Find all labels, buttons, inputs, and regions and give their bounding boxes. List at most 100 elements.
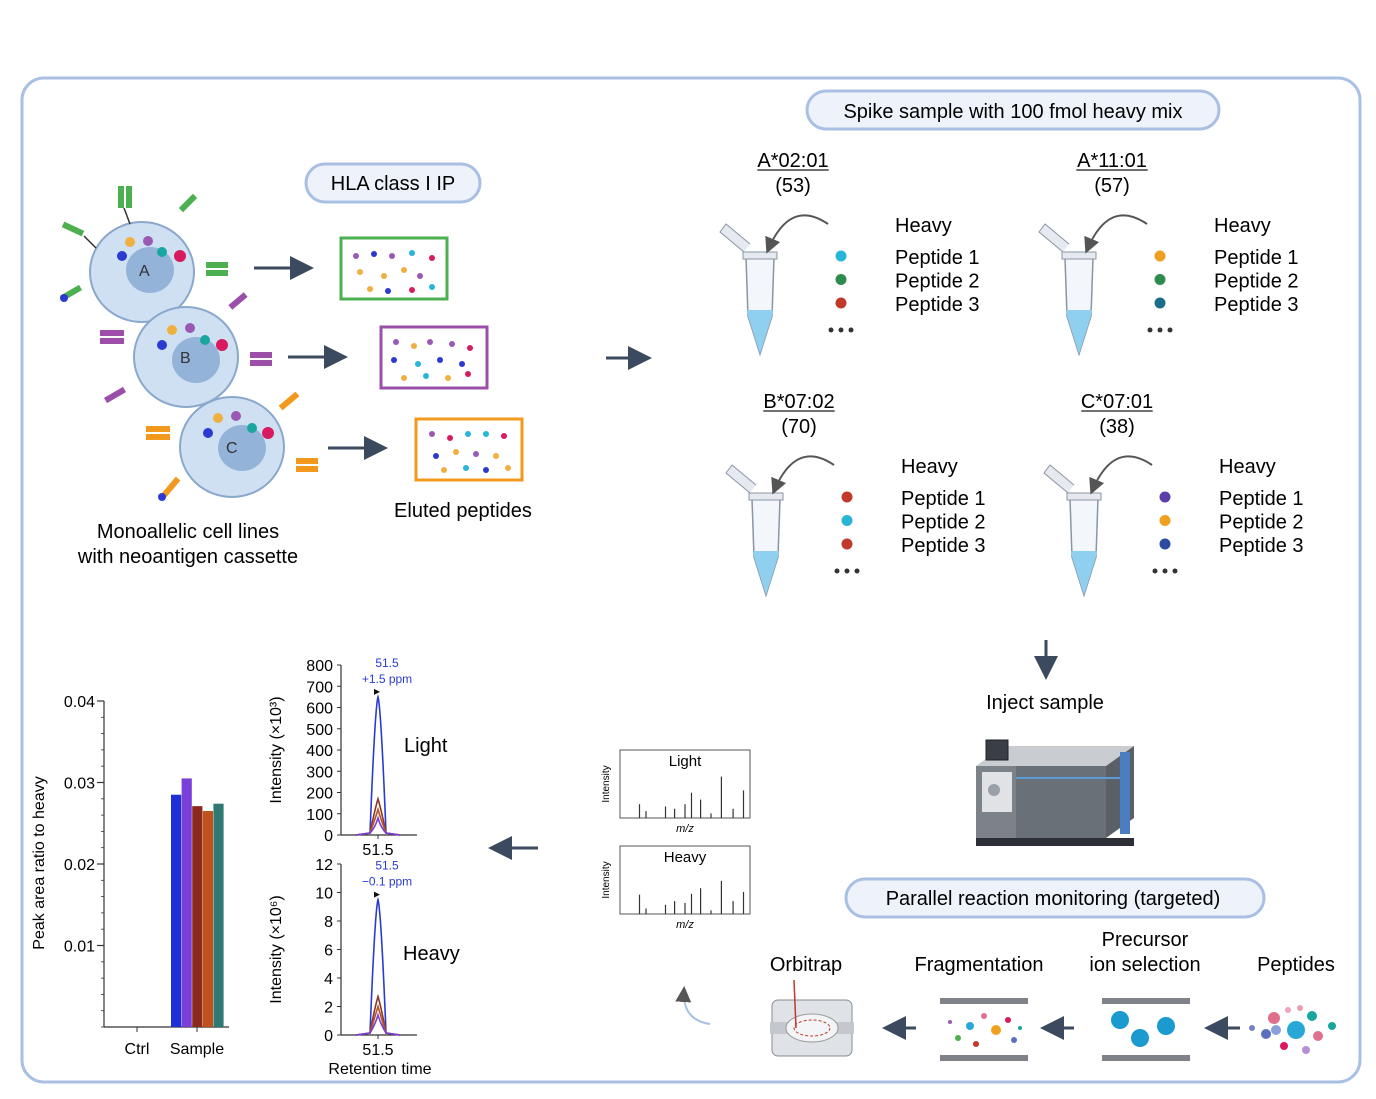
spike-label: Spike sample with 100 fmol heavy mix	[843, 101, 1182, 123]
xic-trace	[355, 993, 401, 1036]
bar-category-label: Sample	[170, 1041, 224, 1058]
peptide-dot	[1159, 538, 1171, 550]
bar	[213, 803, 224, 1027]
cell-letter-c: C	[226, 440, 238, 457]
bar-ytick-label: 0.03	[64, 776, 95, 793]
bar	[202, 811, 213, 1027]
xic-trace	[355, 1012, 401, 1036]
cell-letter-b: B	[180, 350, 191, 367]
xic-ytick-label: 0	[324, 828, 333, 845]
xic-title: Light	[404, 735, 448, 757]
peptides-label: Peptides	[1257, 954, 1335, 976]
xic-ylabel: Intensity (×10³)	[268, 696, 285, 803]
xic-ytick-label: 10	[315, 886, 333, 903]
xic-ytick-label: 300	[306, 764, 333, 781]
peptide-label: Peptide 3	[1219, 535, 1304, 557]
tube-liquid	[1071, 551, 1097, 595]
xic-ytick-label: 2	[324, 1000, 333, 1017]
tube-liquid	[753, 551, 779, 595]
peptide-dot	[1159, 491, 1171, 503]
allele-count: (70)	[781, 416, 817, 438]
xic-trace	[355, 896, 401, 1036]
tube-rim	[742, 251, 778, 260]
ellipsis-dot	[1172, 568, 1178, 574]
xic-ytick-label: 800	[306, 658, 333, 675]
tube-icon	[725, 464, 784, 598]
xic-trace	[355, 1003, 401, 1036]
spectrum-frame	[619, 845, 751, 915]
xic-ytick-label: 400	[306, 743, 333, 760]
peptide-dot	[841, 515, 853, 526]
peptide-dot	[835, 297, 847, 309]
precursor-selection-icon	[1102, 998, 1190, 1061]
spectrum-title: Light	[669, 753, 702, 770]
ellipsis-dot	[1157, 327, 1163, 333]
xic-ytick-label: 100	[306, 807, 333, 824]
bar-category-label: Ctrl	[125, 1041, 150, 1058]
ellipsis-dot	[1147, 327, 1153, 333]
eluted-peptides-label: Eluted peptides	[394, 500, 532, 522]
bar	[192, 806, 203, 1027]
allele-name: A*02:01	[757, 150, 828, 172]
heavy-label: Heavy	[901, 456, 958, 478]
peptide-label: Peptide 1	[1219, 488, 1304, 510]
ellipsis-dot	[854, 568, 860, 574]
ellipsis-dot	[828, 327, 834, 333]
xic-ytick-label: 8	[324, 914, 333, 931]
fragmentation-icon	[940, 998, 1028, 1061]
prm-label: Parallel reaction monitoring (targeted)	[886, 888, 1221, 910]
eluted-box-purple	[379, 325, 489, 390]
xic-ytick-label: 500	[306, 722, 333, 739]
xic-ytick-label: 4	[324, 971, 333, 988]
arrow-orbitrap-to-spectra	[675, 986, 711, 1025]
spectrum-ylabel: Intensity	[601, 765, 612, 802]
add-heavy-arrow	[1084, 214, 1148, 254]
tube-cap	[719, 223, 751, 253]
cell-letter-a: A	[139, 263, 150, 280]
xic-trace	[355, 796, 401, 836]
eluted-box-green	[339, 236, 449, 301]
ellipsis-dot	[1162, 568, 1168, 574]
eluted-box-orange	[414, 417, 524, 482]
allele-count: (57)	[1094, 175, 1130, 197]
bar	[171, 794, 182, 1027]
spectrum-xlabel: m/z	[676, 919, 694, 931]
peptide-label: Peptide 2	[1219, 512, 1304, 534]
peptide-label: Peptide 2	[1214, 271, 1299, 293]
xic-ytick-label: 0	[324, 1028, 333, 1045]
orbitrap-label: Orbitrap	[770, 954, 842, 976]
xic-ytick-label: 600	[306, 701, 333, 718]
tube-icon	[1038, 223, 1097, 357]
heavy-label: Heavy	[1219, 456, 1276, 478]
xic-xtick-label: 51.5	[362, 1042, 393, 1059]
bar-ytick-label: 0.01	[64, 939, 95, 956]
xic-peak-marker	[374, 688, 380, 695]
xic-ytick-label: 6	[324, 943, 333, 960]
peptide-dot	[835, 274, 847, 285]
add-heavy-arrow	[771, 455, 835, 495]
xic-ytick-label: 12	[315, 857, 333, 874]
cell-b: B	[100, 292, 272, 408]
cell-c: C	[146, 391, 318, 501]
spectrum-title: Heavy	[664, 849, 707, 866]
xic-trace	[355, 815, 401, 836]
xic-annotation-rt: 51.5	[375, 656, 399, 670]
allele-name: A*11:01	[1077, 150, 1147, 172]
xic-xlabel: Retention time	[328, 1061, 431, 1078]
orbitrap-icon	[770, 979, 854, 1057]
hla-ip-label: HLA class I IP	[331, 173, 456, 195]
allele-count: (38)	[1099, 416, 1135, 438]
allele-name: B*07:02	[763, 391, 834, 413]
tube-rim	[748, 492, 784, 501]
tube-liquid	[1066, 310, 1092, 354]
allele-count: (53)	[775, 175, 811, 197]
precursor-label-1: Precursor	[1102, 929, 1189, 951]
peptide-label: Peptide 2	[901, 512, 986, 534]
peptide-dot	[1154, 297, 1166, 309]
tube-cap	[1043, 464, 1075, 494]
